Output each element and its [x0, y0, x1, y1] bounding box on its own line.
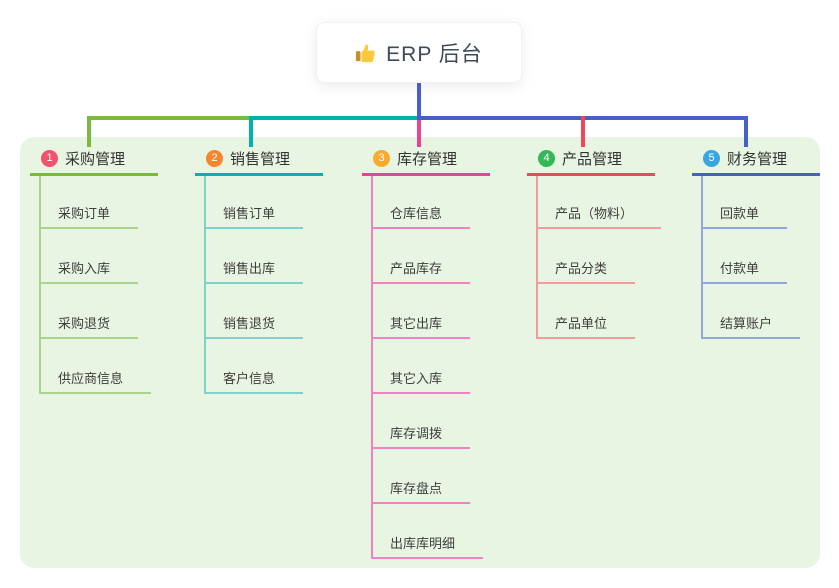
- branch-label: 采购管理: [65, 151, 126, 168]
- branch-label: 库存管理: [397, 151, 458, 168]
- child-node[interactable]: 其它出库: [373, 284, 471, 339]
- child-node[interactable]: 其它入库: [373, 339, 471, 394]
- child-node-label: 回款单: [720, 206, 760, 221]
- child-node[interactable]: 客户信息: [206, 339, 304, 394]
- child-node[interactable]: 仓库信息: [373, 176, 471, 229]
- branch-children-list: 采购订单采购入库采购退货供应商信息: [39, 176, 152, 394]
- child-node[interactable]: 销售订单: [206, 176, 304, 229]
- child-node-label: 结算账户: [720, 316, 773, 331]
- branch-node[interactable]: 3 库存管理 仓库信息产品库存其它出库其它入库库存调拨库存盘点出库库明细: [362, 144, 527, 559]
- root-node-title: ERP 后台: [386, 42, 483, 66]
- branch-children-list: 仓库信息产品库存其它出库其它入库库存调拨库存盘点出库库明细: [371, 176, 484, 559]
- branch-header[interactable]: 3 库存管理: [362, 144, 490, 176]
- branch-children-list: 回款单付款单结算账户: [701, 176, 801, 339]
- branch-children-list: 销售订单销售出库销售退货客户信息: [204, 176, 304, 394]
- child-node[interactable]: 销售退货: [206, 284, 304, 339]
- connector-bus-segment-middle: [249, 116, 417, 120]
- mindmap-panel: [20, 137, 820, 568]
- child-node-label: 产品库存: [390, 261, 443, 276]
- branch-node[interactable]: 5 财务管理 回款单付款单结算账户: [692, 144, 839, 339]
- child-node-label: 付款单: [720, 261, 760, 276]
- connector-branch-drop: [417, 120, 421, 147]
- branch-header[interactable]: 1 采购管理: [30, 144, 158, 176]
- child-node-label: 采购订单: [58, 206, 111, 221]
- child-node-label: 其它出库: [390, 316, 443, 331]
- child-node-label: 其它入库: [390, 371, 443, 386]
- child-node-label: 采购退货: [58, 316, 111, 331]
- branch-header[interactable]: 5 财务管理: [692, 144, 820, 176]
- branch-number-badge: 1: [41, 150, 58, 167]
- branch-number-badge: 4: [538, 150, 555, 167]
- child-node-label: 供应商信息: [58, 371, 124, 386]
- child-node-label: 库存调拨: [390, 426, 443, 441]
- child-node[interactable]: 出库库明细: [373, 504, 484, 559]
- connector-bus-segment-left: [87, 116, 253, 120]
- child-node[interactable]: 采购入库: [41, 229, 139, 284]
- child-node[interactable]: 产品单位: [538, 284, 636, 339]
- branch-label: 产品管理: [562, 151, 623, 168]
- child-node[interactable]: 库存调拨: [373, 394, 471, 449]
- connector-branch-drop: [249, 116, 253, 147]
- child-node[interactable]: 销售出库: [206, 229, 304, 284]
- child-node-label: 产品分类: [555, 261, 608, 276]
- child-node[interactable]: 采购订单: [41, 176, 139, 229]
- branch-label: 财务管理: [727, 151, 788, 168]
- connector-branch-drop: [581, 116, 585, 147]
- branch-node[interactable]: 1 采购管理 采购订单采购入库采购退货供应商信息: [30, 144, 195, 394]
- child-node-label: 采购入库: [58, 261, 111, 276]
- branch-number-badge: 5: [703, 150, 720, 167]
- branch-header[interactable]: 2 销售管理: [195, 144, 323, 176]
- connector-branch-drop: [87, 116, 91, 147]
- child-node-label: 出库库明细: [390, 536, 456, 551]
- branch-node[interactable]: 2 销售管理 销售订单销售出库销售退货客户信息: [195, 144, 360, 394]
- branch-label: 销售管理: [230, 151, 291, 168]
- child-node-label: 销售退货: [223, 316, 276, 331]
- connector-branch-drop: [744, 116, 748, 147]
- child-node[interactable]: 付款单: [703, 229, 788, 284]
- branch-number-badge: 3: [373, 150, 390, 167]
- child-node[interactable]: 产品分类: [538, 229, 636, 284]
- connector-root-line: [417, 83, 421, 120]
- child-node-label: 产品（物料）: [555, 206, 634, 221]
- child-node-label: 销售出库: [223, 261, 276, 276]
- child-node[interactable]: 采购退货: [41, 284, 139, 339]
- child-node[interactable]: 供应商信息: [41, 339, 152, 394]
- branch-number-badge: 2: [206, 150, 223, 167]
- child-node-label: 客户信息: [223, 371, 276, 386]
- child-node[interactable]: 结算账户: [703, 284, 801, 339]
- thumbs-up-icon: [355, 42, 377, 64]
- root-node[interactable]: ERP 后台: [316, 22, 522, 83]
- branch-header[interactable]: 4 产品管理: [527, 144, 655, 176]
- branch-children-list: 产品（物料） 产品分类产品单位: [536, 176, 662, 339]
- branch-node[interactable]: 4 产品管理 产品（物料） 产品分类产品单位: [527, 144, 692, 339]
- child-node[interactable]: 回款单: [703, 176, 788, 229]
- child-node-label: 库存盘点: [390, 481, 443, 496]
- child-node-label: 产品单位: [555, 316, 608, 331]
- child-node[interactable]: 产品（物料）: [538, 176, 662, 229]
- child-node[interactable]: 库存盘点: [373, 449, 471, 504]
- child-node-label: 销售订单: [223, 206, 276, 221]
- child-node-label: 仓库信息: [390, 206, 443, 221]
- child-node[interactable]: 产品库存: [373, 229, 471, 284]
